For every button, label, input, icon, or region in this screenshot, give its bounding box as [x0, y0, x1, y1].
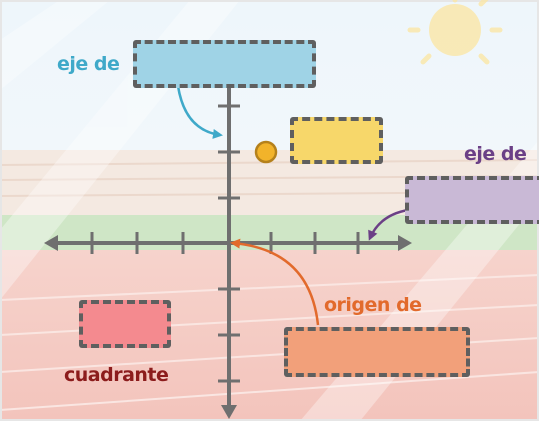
quadrant-answer-box[interactable] — [79, 300, 171, 348]
y-axis-answer-box[interactable] — [133, 40, 316, 88]
sun-icon — [407, 0, 503, 65]
y-axis-arrow — [176, 85, 223, 139]
y-axis-label: eje de — [57, 53, 120, 75]
point-marker-icon — [254, 140, 278, 164]
x-axis-answer-box[interactable] — [405, 176, 539, 224]
x-axis-arrow — [368, 208, 409, 241]
point-answer-box[interactable] — [290, 117, 383, 164]
quadrant-label: cuadrante — [64, 364, 169, 386]
origin-label: origen de — [324, 294, 422, 316]
origin-arrow — [230, 238, 320, 326]
origin-answer-box[interactable] — [284, 327, 470, 377]
x-axis-label: eje de — [464, 143, 527, 165]
